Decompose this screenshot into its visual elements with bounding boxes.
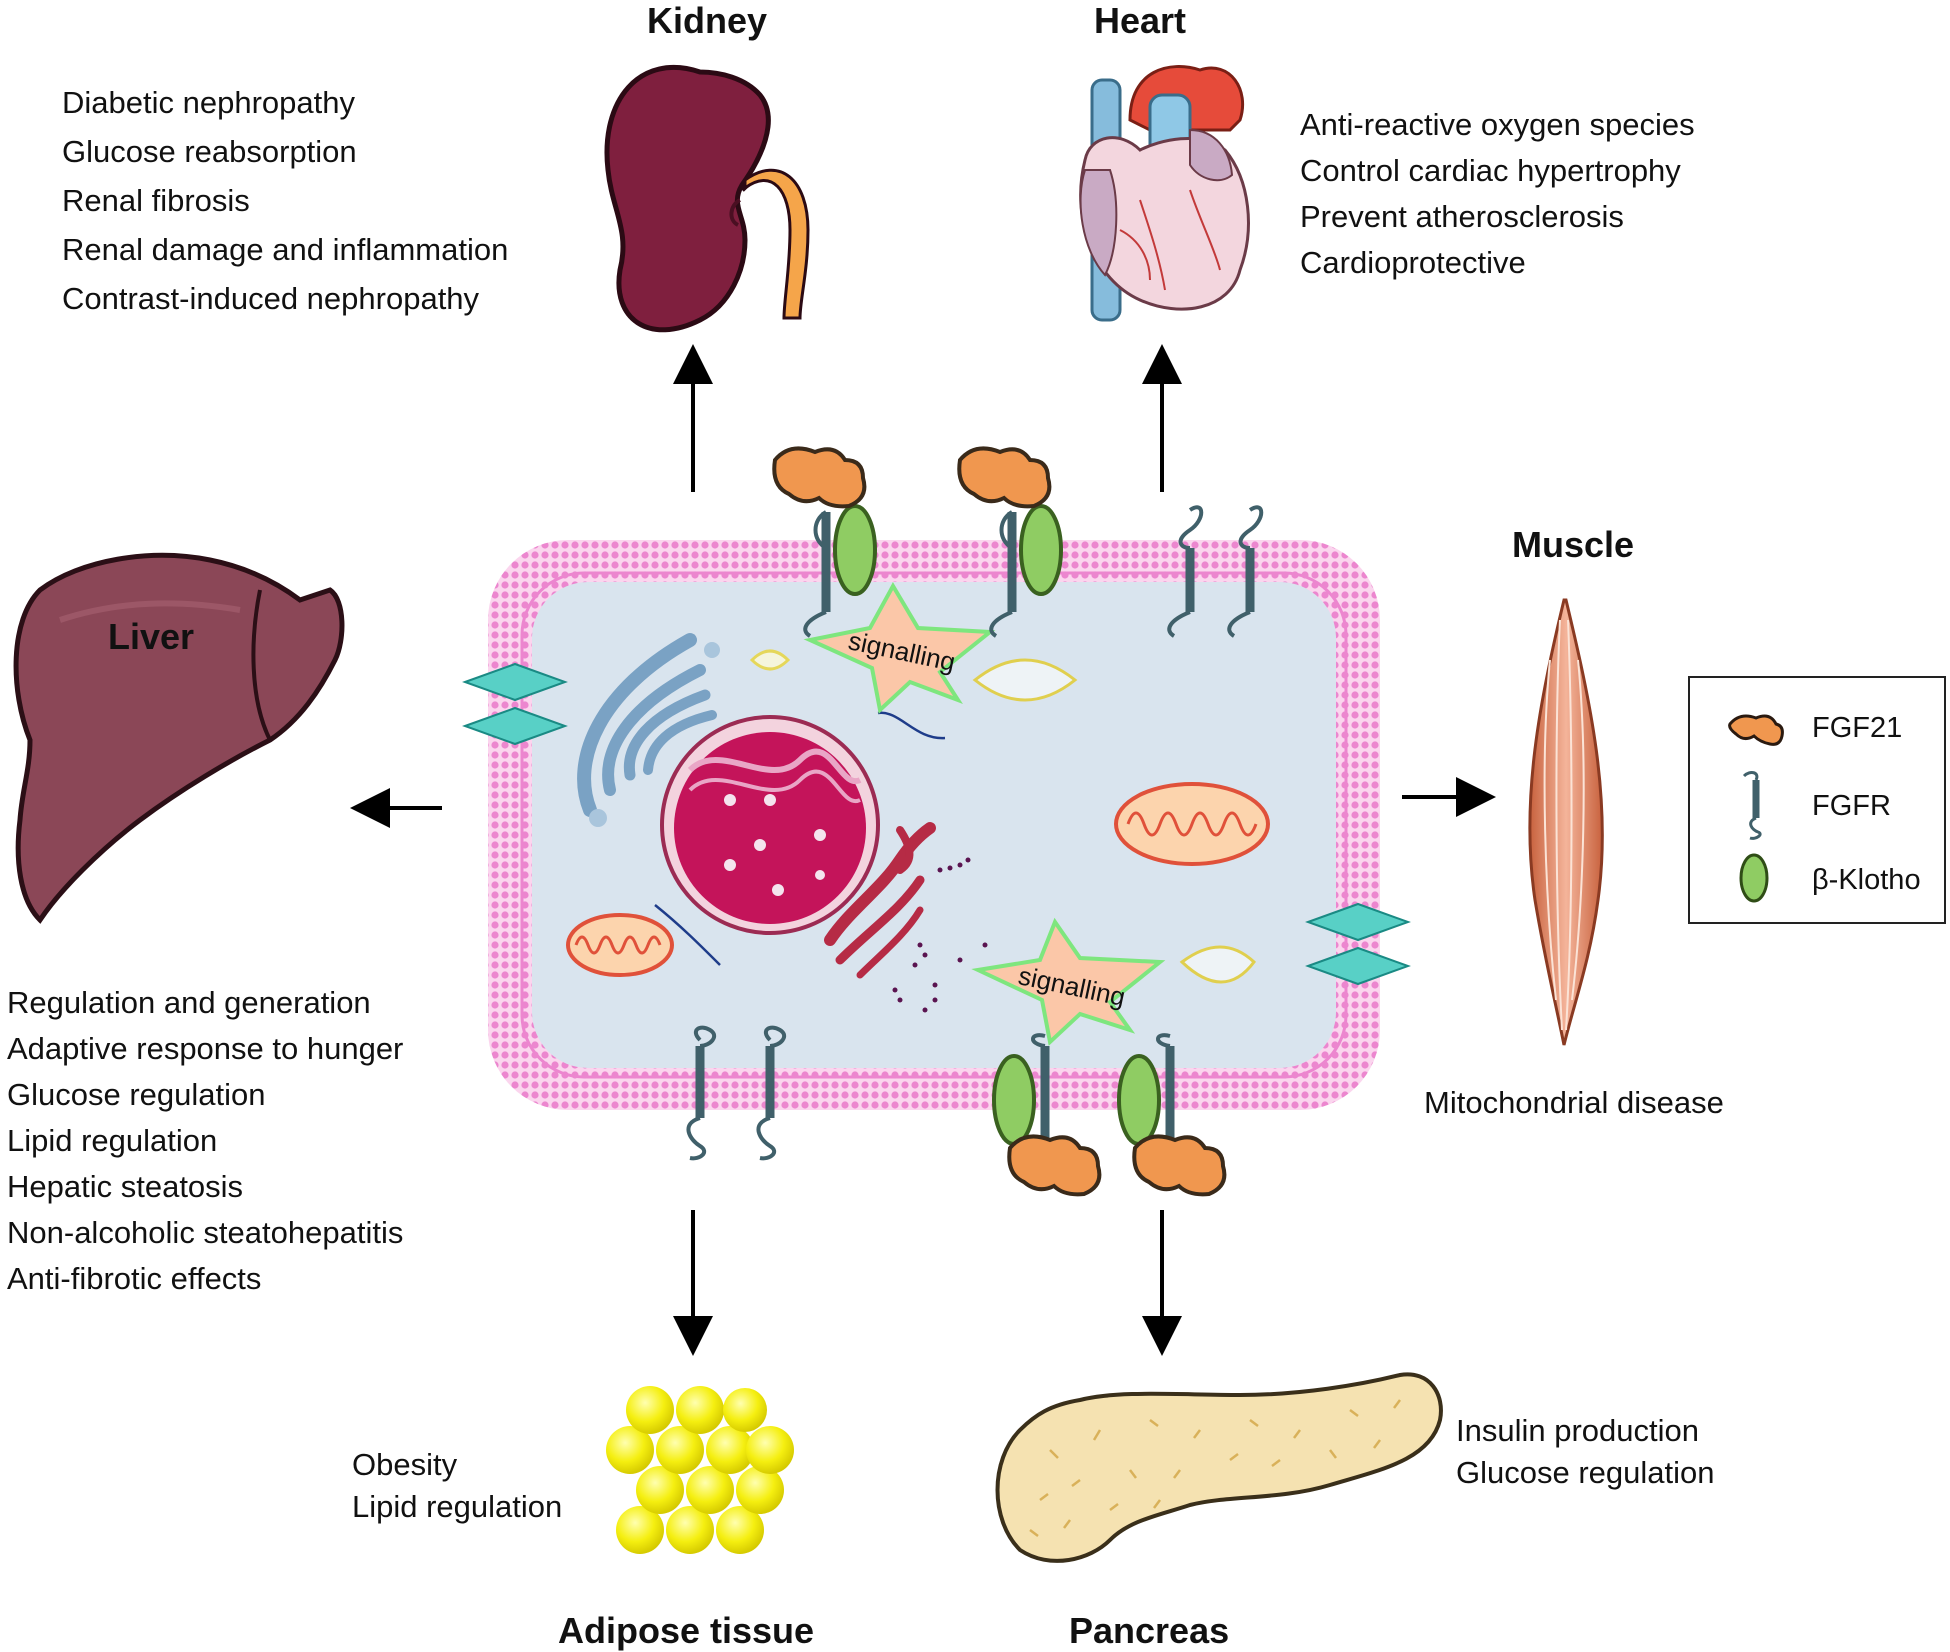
muscle-image [1528,598,1604,1046]
fiber-1 [877,711,946,740]
vesicle-lens [972,658,1078,702]
signalling-star-bottom: signalling [971,917,1166,1046]
legend-label-beta-klotho: β-Klotho [1812,864,1921,896]
heart-effect-item: Anti-reactive oxygen species [1300,107,1695,142]
kidney-effect-item: Contrast-induced nephropathy [62,281,480,316]
receptor-complex-bottom-2 [1117,1033,1227,1197]
liver-image [13,552,345,924]
liver-effect-item: Lipid regulation [7,1123,218,1158]
vesicle-small [749,649,791,671]
heart-effect-item: Cardioprotective [1300,245,1526,280]
mitochondrion-left [566,913,674,977]
muscle-effect-item: Mitochondrial disease [1424,1085,1724,1120]
endoplasmic-reticulum [824,822,936,979]
liver-effect-item: Adaptive response to hunger [7,1031,404,1066]
heart-effect-item: Prevent atherosclerosis [1300,199,1624,234]
adipose-effect-item: Obesity [352,1447,458,1482]
receptor-free-top-1 [1167,505,1204,638]
receptor-complex-top-2 [957,446,1063,638]
kidney-effect-item: Renal damage and inflammation [62,232,509,267]
receptor-complex-bottom-1 [992,1033,1102,1197]
liver-title: Liver [108,616,195,657]
cell: signalling signalling [462,446,1411,1197]
liver-effect-item: Hepatic steatosis [7,1169,244,1204]
beta-klotho-icon [1739,853,1769,903]
adipose-effect-item: Lipid regulation [352,1489,563,1524]
cell-membrane-inner-line [520,571,1348,1079]
kidney-effect-item: Glucose reabsorption [62,134,357,169]
heart-title: Heart [1094,0,1187,41]
heart-effect-item: Control cardiac hypertrophy [1300,153,1681,188]
receptor-free-bottom-1 [686,1025,717,1161]
receptor-free-top-2 [1227,505,1264,638]
legend: FGF21 FGFR β-Klotho [1688,676,1946,924]
adipose-effects: Obesity Lipid regulation [352,1442,562,1526]
adipose-title: Adipose tissue [558,1610,815,1651]
heart-image [1079,65,1250,322]
heart-effects: Anti-reactive oxygen species Control car… [1300,102,1695,286]
kidney-title: Kidney [647,0,768,41]
arrows [350,344,1496,1356]
liver-effect-item: Glucose regulation [7,1077,266,1112]
fgf21-icon [1728,714,1784,746]
golgi-apparatus [577,633,720,827]
muscle-title: Muscle [1512,524,1635,565]
muscle-effects: Mitochondrial disease [1424,1080,1724,1126]
pancreas-title: Pancreas [1069,1610,1230,1651]
legend-label-fgf21: FGF21 [1812,712,1903,744]
liver-effect-item: Anti-fibrotic effects [7,1261,262,1296]
kidney-effects: Diabetic nephropathy Glucose reabsorptio… [62,78,508,323]
pancreas-effects: Insulin production Glucose regulation [1456,1408,1715,1492]
legend-label-fgfr: FGFR [1812,790,1891,822]
receptor-complex-top-1 [772,446,877,638]
receptor-free-bottom-2 [756,1025,787,1161]
kidney-effect-item: Diabetic nephropathy [62,85,355,120]
vesicle-lower [1179,945,1257,984]
mitochondrion-right [1114,782,1270,866]
kidney-image [604,65,810,333]
ribosome-dots [892,857,988,1013]
liver-effects: Regulation and generation Adaptive respo… [7,980,403,1302]
fgfr-icon [1742,771,1762,840]
pancreas-image [995,1372,1443,1563]
liver-effect-item: Regulation and generation [7,985,371,1020]
kidney-effect-item: Renal fibrosis [62,183,250,218]
liver-effect-item: Non-alcoholic steatohepatitis [7,1215,404,1250]
membrane-junction-right [1305,902,1411,986]
pancreas-effect-item: Insulin production [1456,1413,1699,1448]
pancreas-effect-item: Glucose regulation [1456,1455,1715,1490]
adipose-image [606,1386,794,1554]
fiber-2 [654,904,721,966]
membrane-junction-left [462,662,568,746]
nucleus [660,715,880,935]
